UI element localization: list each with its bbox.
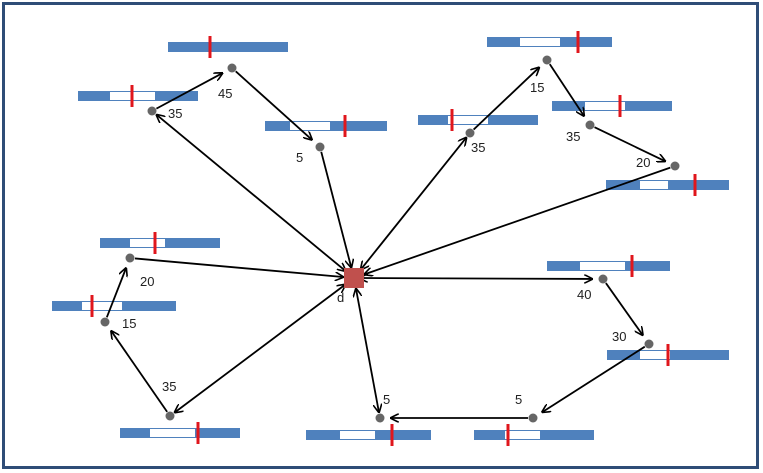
edge-arrow bbox=[105, 268, 126, 318]
edge-arrow bbox=[157, 115, 346, 271]
chromosome-bar-gap bbox=[580, 262, 625, 270]
node-label-n45: 45 bbox=[218, 86, 232, 101]
edge-arrow bbox=[134, 257, 343, 277]
edge-arrow bbox=[356, 289, 379, 412]
edges bbox=[105, 63, 671, 418]
node-dot bbox=[100, 317, 110, 327]
edge-arrow bbox=[175, 285, 345, 413]
chromosome-bar-gap bbox=[640, 351, 670, 359]
node-label-n5b: 5 bbox=[515, 392, 522, 407]
edge-arrow bbox=[473, 68, 539, 131]
node-label-n40: 40 bbox=[577, 287, 591, 302]
edge-arrow bbox=[155, 73, 222, 110]
node-dot bbox=[147, 106, 157, 116]
edge-arrow bbox=[364, 166, 671, 275]
edge-arrow bbox=[361, 138, 466, 270]
chromosome-bar-gap bbox=[505, 431, 540, 439]
chromosome-bar-gap bbox=[520, 38, 560, 46]
node-dot bbox=[670, 161, 680, 171]
node-dot bbox=[227, 63, 237, 73]
node-dot bbox=[528, 413, 538, 423]
edge-arrow bbox=[605, 282, 643, 335]
node-dot bbox=[375, 413, 385, 423]
node-label-n35c: 35 bbox=[471, 140, 485, 155]
chromosome-bar-gap bbox=[640, 181, 668, 189]
node-dot bbox=[125, 253, 135, 263]
node-dot bbox=[598, 274, 608, 284]
node-label-n35d: 35 bbox=[162, 379, 176, 394]
node-dot bbox=[315, 142, 325, 152]
edge-arrow bbox=[320, 151, 351, 268]
node-label-n15a: 15 bbox=[530, 80, 544, 95]
node-label-n35b: 35 bbox=[566, 129, 580, 144]
center-label: d bbox=[337, 290, 344, 305]
chromosome-bar-gap bbox=[112, 43, 142, 51]
node-labels: 45 35 5 15 35 35 20 20 15 35 40 30 5 5 bbox=[122, 80, 650, 407]
chromosome-bar-gap bbox=[130, 239, 165, 247]
node-label-n30: 30 bbox=[612, 329, 626, 344]
node-dot bbox=[165, 411, 175, 421]
node-label-n15b: 15 bbox=[122, 316, 136, 331]
edge-arrow bbox=[235, 70, 312, 139]
edge-arrow bbox=[549, 63, 584, 116]
nodes bbox=[100, 55, 680, 423]
chromosome-bar-gap bbox=[448, 116, 488, 124]
chromosome-bar bbox=[168, 42, 288, 52]
node-label-n20b: 20 bbox=[140, 274, 154, 289]
node-label-n35a: 35 bbox=[168, 106, 182, 121]
edge-arrow bbox=[360, 278, 592, 279]
chromosome-bars bbox=[52, 31, 729, 446]
node-dot bbox=[644, 339, 654, 349]
chromosome-bar-gap bbox=[150, 429, 195, 437]
node-label-n5a: 5 bbox=[296, 150, 303, 165]
chromosome-bar-gap bbox=[340, 431, 375, 439]
edge-arrow bbox=[594, 126, 666, 161]
node-dot bbox=[542, 55, 552, 65]
edge-arrow bbox=[111, 331, 168, 413]
node-dot bbox=[585, 120, 595, 130]
node-label-n5c: 5 bbox=[383, 392, 390, 407]
chromosome-bar-gap bbox=[585, 102, 625, 110]
node-label-n20a: 20 bbox=[636, 155, 650, 170]
node-dot bbox=[465, 128, 475, 138]
edge-arrow bbox=[542, 345, 646, 412]
center-node bbox=[344, 268, 364, 288]
chromosome-bar-gap bbox=[82, 302, 122, 310]
